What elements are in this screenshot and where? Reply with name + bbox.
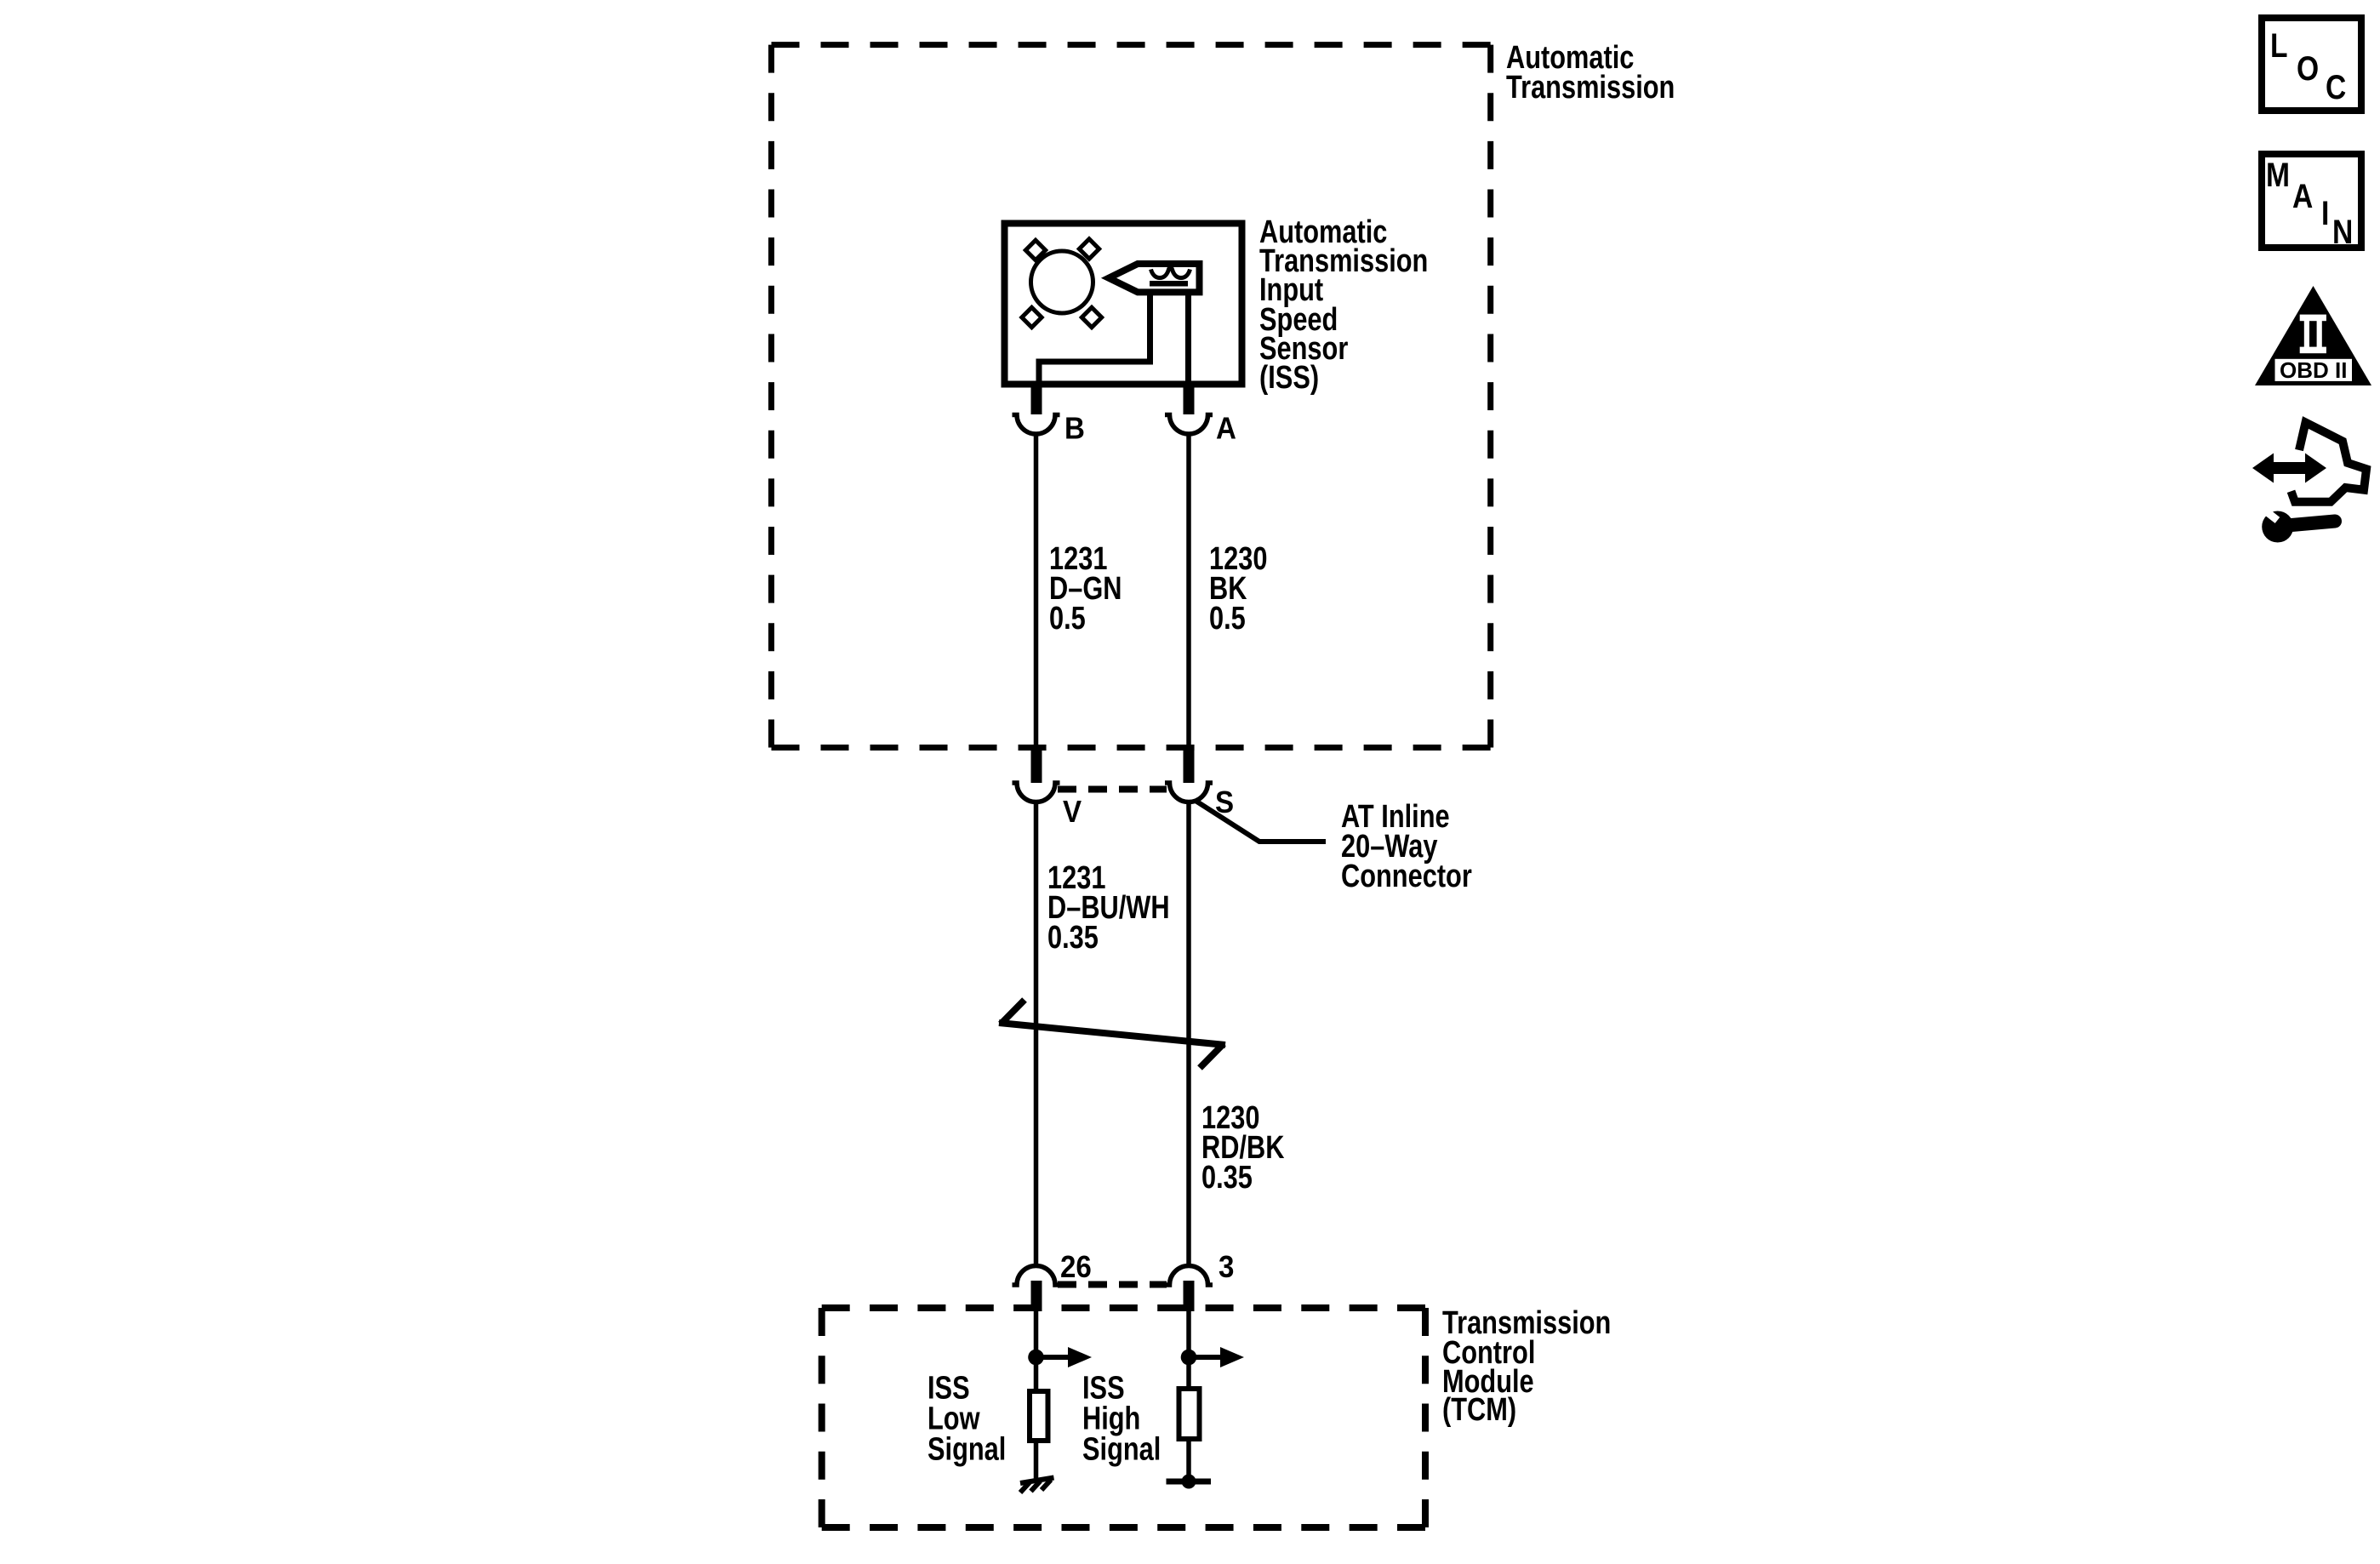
svg-text:1230: 1230 — [1209, 541, 1267, 577]
svg-text:High: High — [1082, 1401, 1140, 1437]
svg-text:V: V — [1063, 796, 1082, 830]
svg-text:A: A — [2292, 177, 2313, 214]
svg-text:N: N — [2332, 213, 2353, 250]
svg-text:0.35: 0.35 — [1201, 1160, 1253, 1196]
svg-text:ISS: ISS — [1082, 1371, 1125, 1407]
svg-text:20–Way: 20–Way — [1341, 829, 1438, 865]
svg-text:0.35: 0.35 — [1047, 920, 1099, 956]
svg-text:Automatic: Automatic — [1259, 214, 1387, 250]
svg-text:O: O — [2297, 49, 2319, 87]
svg-text:D–GN: D–GN — [1049, 571, 1122, 607]
svg-text:Sensor: Sensor — [1259, 331, 1348, 367]
svg-text:26: 26 — [1060, 1251, 1092, 1285]
svg-text:M: M — [2266, 156, 2290, 193]
svg-text:Module: Module — [1442, 1364, 1534, 1400]
svg-text:A: A — [1216, 412, 1236, 446]
svg-text:Low: Low — [927, 1401, 980, 1437]
svg-text:3: 3 — [1219, 1251, 1234, 1285]
svg-text:Control: Control — [1442, 1335, 1535, 1371]
svg-text:I: I — [2321, 194, 2329, 231]
svg-text:Input: Input — [1259, 272, 1324, 308]
svg-text:Speed: Speed — [1259, 302, 1338, 338]
svg-text:C: C — [2326, 68, 2346, 106]
svg-text:B: B — [1064, 412, 1085, 446]
svg-text:Transmission: Transmission — [1506, 70, 1675, 106]
svg-text:OBD II: OBD II — [2280, 357, 2347, 383]
svg-text:RD/BK: RD/BK — [1201, 1130, 1284, 1166]
svg-text:Automatic: Automatic — [1506, 40, 1634, 76]
svg-text:D–BU/WH: D–BU/WH — [1047, 890, 1170, 926]
svg-text:(ISS): (ISS) — [1259, 360, 1319, 396]
svg-text:S: S — [1215, 786, 1234, 820]
svg-text:Signal: Signal — [1082, 1432, 1161, 1468]
svg-text:L: L — [2270, 26, 2288, 64]
svg-text:1230: 1230 — [1201, 1100, 1259, 1136]
svg-text:Transmission: Transmission — [1442, 1305, 1611, 1341]
svg-text:AT Inline: AT Inline — [1341, 799, 1450, 835]
svg-text:Signal: Signal — [927, 1432, 1006, 1468]
svg-text:1231: 1231 — [1047, 860, 1105, 896]
svg-text:(TCM): (TCM) — [1442, 1392, 1516, 1428]
svg-text:0.5: 0.5 — [1209, 601, 1246, 636]
svg-text:0.5: 0.5 — [1049, 601, 1086, 636]
svg-text:ISS: ISS — [927, 1371, 970, 1407]
svg-text:1231: 1231 — [1049, 541, 1107, 577]
svg-text:BK: BK — [1209, 571, 1247, 607]
svg-text:Connector: Connector — [1341, 859, 1472, 894]
svg-text:Transmission: Transmission — [1259, 243, 1428, 279]
